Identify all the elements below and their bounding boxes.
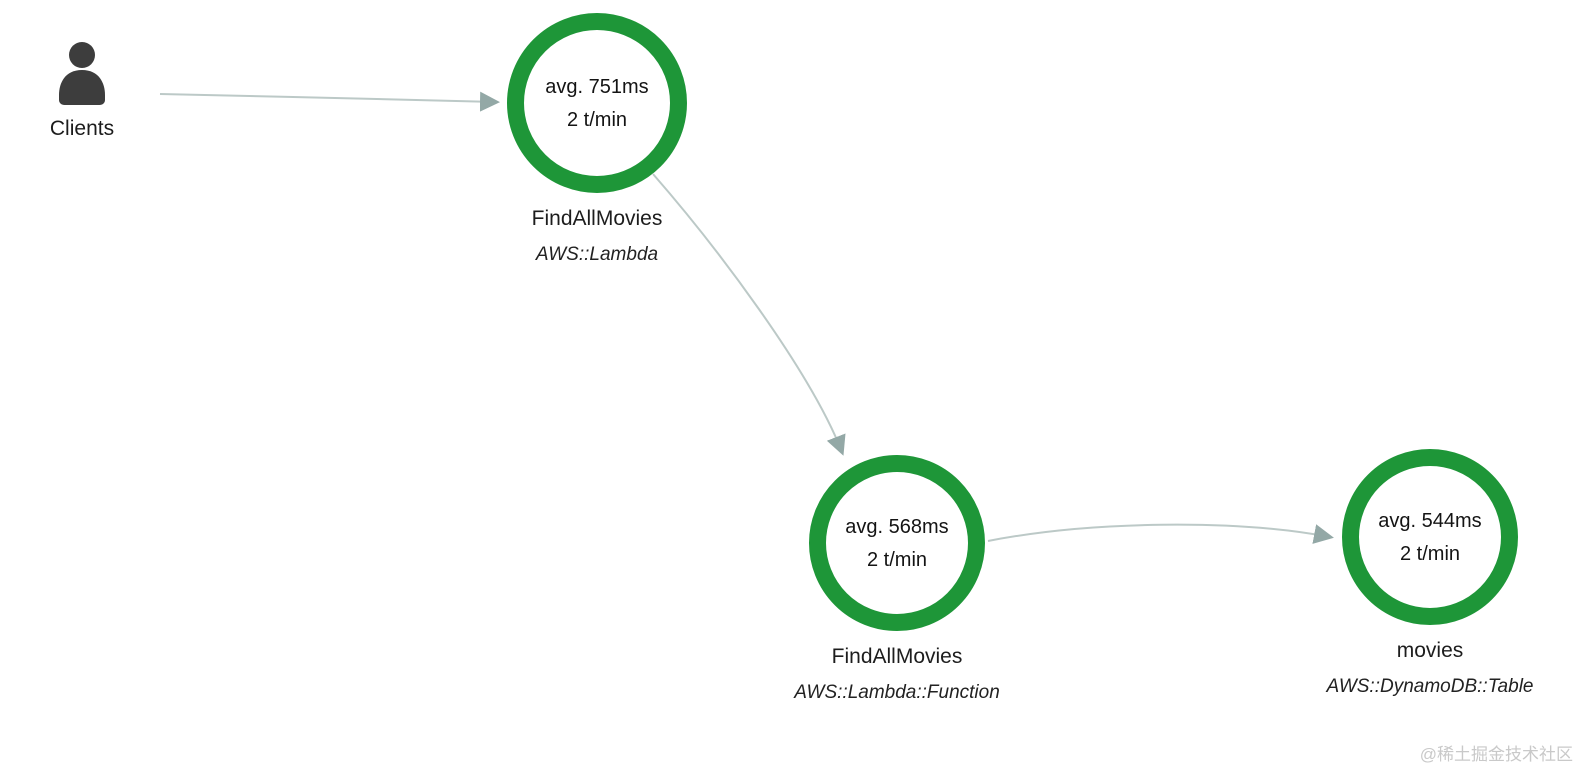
node-traffic-rate: 2 t/min	[866, 548, 928, 571]
node-type-label: AWS::Lambda::Function	[794, 682, 1000, 703]
edge-function-to-table	[987, 523, 1334, 544]
node-traffic-rate: 2 t/min	[566, 108, 628, 131]
node-traffic-rate: 2 t/min	[1399, 542, 1461, 565]
node-name-label: FindAllMovies	[831, 645, 963, 668]
node-avg-latency: avg. 544ms	[1378, 509, 1482, 532]
node-avg-latency: avg. 568ms	[845, 515, 949, 538]
node-type-label: AWS::Lambda	[535, 244, 659, 265]
watermark-text: @稀土掘金技术社区	[1419, 745, 1573, 764]
node-avg-latency: avg. 751ms	[545, 75, 649, 98]
clients-person-icon	[53, 40, 111, 111]
node-findallmovies-lambda: avg. 751ms 2 t/min FindAllMovies AWS::La…	[477, 13, 717, 266]
node-movies-dynamodb: avg. 544ms 2 t/min movies AWS::DynamoDB:…	[1290, 449, 1570, 698]
node-circle-findallmovies-function[interactable]: avg. 568ms 2 t/min	[809, 455, 985, 631]
node-circle-findallmovies-lambda[interactable]: avg. 751ms 2 t/min	[507, 13, 687, 193]
edge-clients-to-lambda	[159, 91, 500, 112]
clients-node[interactable]: Clients	[22, 40, 142, 141]
node-type-label: AWS::DynamoDB::Table	[1326, 676, 1534, 697]
node-findallmovies-function: avg. 568ms 2 t/min FindAllMovies AWS::La…	[757, 455, 1037, 704]
node-circle-movies-dynamodb[interactable]: avg. 544ms 2 t/min	[1342, 449, 1518, 625]
node-name-label: movies	[1396, 639, 1464, 662]
node-name-label: FindAllMovies	[531, 207, 663, 230]
clients-label: Clients	[49, 117, 115, 140]
